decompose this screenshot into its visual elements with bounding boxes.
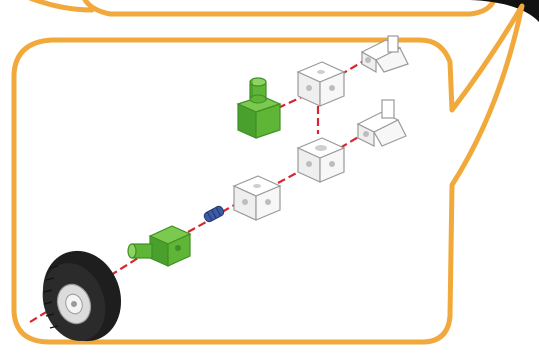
white-cube-icon [296,61,346,107]
wheel-icon [42,250,122,342]
white-hinge-icon [356,99,407,147]
green-adapter-icon [127,225,192,267]
green-adapter-icon [236,77,282,139]
connector-line-green-pin [187,221,207,233]
blue-pin-icon [203,205,225,223]
connector-line-mid-right [339,135,361,149]
top-cut-bubble-edge [28,0,95,13]
white-cube-icon [232,175,282,221]
white-hinge-icon [360,35,409,74]
connector-line-mid-left [277,169,303,184]
white-cube-icon [296,137,346,183]
top-cut-bubble-edge-2 [82,0,497,17]
